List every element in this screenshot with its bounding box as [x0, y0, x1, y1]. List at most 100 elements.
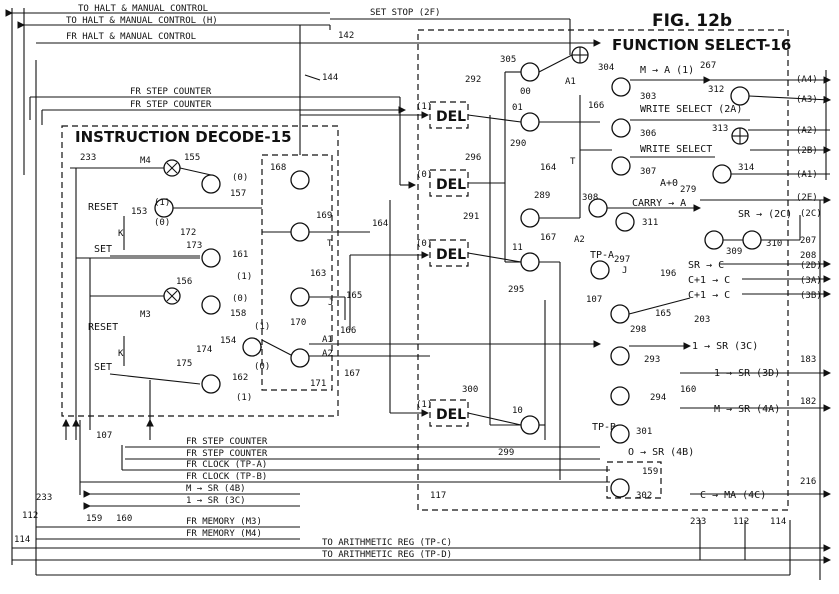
ref-289: 289: [534, 191, 550, 201]
ref-163: 163: [310, 269, 326, 279]
gate-293: [610, 346, 630, 366]
ref-173: 173: [186, 241, 202, 251]
figure-title: FIG. 12b: [652, 11, 732, 31]
ref-298: 298: [630, 325, 646, 335]
ref-160: 160: [680, 385, 696, 395]
ref-114: 114: [14, 535, 30, 545]
term-3a: (3A): [800, 276, 822, 286]
ref-112b: 112: [733, 517, 749, 527]
out-01: 01: [512, 103, 523, 113]
set-stop-label: SET STOP (2F): [370, 8, 440, 18]
ref-292: 292: [465, 75, 481, 85]
term-2c: (2C): [800, 209, 822, 219]
ref-154: 154: [220, 336, 236, 346]
bl-mem2-label: FR MEMORY (M4): [186, 529, 262, 539]
term-2b: (2B): [796, 146, 818, 156]
gate-302-box: [606, 461, 662, 499]
gate-310: [742, 230, 762, 250]
set2-line: [109, 373, 201, 385]
ref-167: 167: [344, 369, 360, 379]
term-a1: (A1): [796, 170, 818, 180]
del-in-292: (1): [416, 102, 432, 112]
ref-299: 299: [498, 448, 514, 458]
del300-out: [467, 412, 522, 426]
ref-175: 175: [176, 359, 192, 369]
ref-297: 297: [614, 255, 630, 265]
ref-196: 196: [660, 269, 676, 279]
bl-clock-b-label: FR CLOCK (TP-B): [186, 472, 267, 482]
gate-168: [290, 170, 310, 190]
del-in-291: (0): [416, 239, 432, 249]
del-text-296: DEL: [436, 177, 466, 193]
ref-207: 207: [800, 236, 816, 246]
ref-112: 112: [22, 511, 38, 521]
label-c1-c-3a: C+1 → C: [688, 275, 730, 286]
gate-290: [520, 112, 540, 132]
gate-162: [201, 374, 221, 394]
label-carry: CARRY → A: [632, 198, 686, 209]
ref-313: 313: [712, 124, 728, 134]
ref-183: 183: [800, 355, 816, 365]
label-a1-top: A1: [565, 77, 576, 87]
bl-clock-a-label: FR CLOCK (TP-A): [186, 460, 267, 470]
ref-203: 203: [694, 315, 710, 325]
halt-label-3: FR HALT & MANUAL CONTROL: [66, 32, 196, 42]
ref-233: 233: [80, 153, 96, 163]
ref-161: 161: [232, 250, 248, 260]
ref-233-left: 233: [36, 493, 52, 503]
function-select-title: FUNCTION SELECT-16: [612, 36, 791, 54]
ref-107b: 107: [586, 295, 602, 305]
del-text-300: DEL: [436, 407, 466, 423]
term-a2: (A2): [796, 126, 818, 136]
label-o-sr-4b: O → SR (4B): [628, 447, 694, 458]
del292-to-290: [467, 114, 522, 123]
gate-294: [610, 386, 630, 406]
ref-279: 279: [680, 185, 696, 195]
label-write: WRITE SELECT: [640, 144, 712, 155]
ref-158: 158: [230, 309, 246, 319]
ref-306: 306: [640, 129, 656, 139]
step-label-2: FR STEP COUNTER: [130, 100, 212, 110]
inner-A1: A1: [322, 335, 333, 345]
gate-307: [611, 156, 631, 176]
ff2-out0: (0): [232, 294, 248, 304]
gate-156-x2: [166, 290, 178, 302]
out-10: 10: [512, 406, 523, 416]
ref-172: 172: [180, 228, 196, 238]
k1-label: K: [118, 229, 124, 239]
label-T-fs: T: [570, 157, 576, 167]
gate-298: [610, 304, 630, 324]
inner-J: J: [328, 298, 333, 308]
ref-208: 208: [800, 251, 816, 261]
ref-294: 294: [650, 393, 666, 403]
ref-174: 174: [196, 345, 212, 355]
label-c1-c-3b: C+1 → C: [688, 290, 730, 301]
label-a0: A+0: [660, 178, 678, 189]
gate-312: [730, 86, 750, 106]
label-J-fs: J: [622, 266, 627, 276]
gate-302: [610, 478, 630, 498]
ref-114b: 114: [770, 517, 786, 527]
gate-158: [201, 295, 221, 315]
gate-299: [520, 415, 540, 435]
gate-314: [712, 164, 732, 184]
bl-one-sr-label: 1 → SR (3C): [186, 496, 246, 506]
inner-A2: A2: [322, 349, 333, 359]
ff2-in1: (1): [254, 322, 270, 332]
gate-311: [615, 212, 635, 232]
gate-289: [520, 208, 540, 228]
ref-159b: 159: [86, 514, 102, 524]
ref-304: 304: [598, 63, 614, 73]
ref-166: 166: [340, 326, 356, 336]
out-11: 11: [512, 243, 523, 253]
ref-159: 159: [642, 467, 658, 477]
label-tp-b: TP-B: [592, 422, 616, 433]
ff1-out0: (0): [232, 173, 248, 183]
k2-label: K: [118, 349, 124, 359]
ref-162: 162: [232, 373, 248, 383]
inner-T: T: [327, 239, 333, 249]
ref-156: 156: [176, 277, 192, 287]
decode-inner-box: [261, 154, 333, 391]
